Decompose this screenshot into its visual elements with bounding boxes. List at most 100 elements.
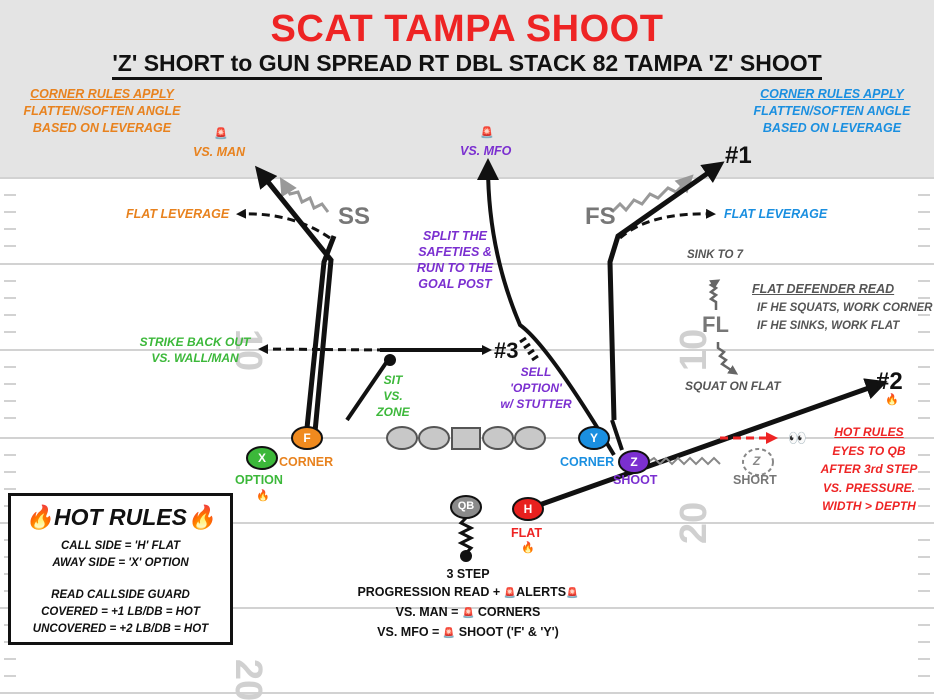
- split-safeties-line3: RUN TO THE: [416, 261, 494, 275]
- split-safeties-note: SPLIT THE SAFETIES & RUN TO THE GOAL POS…: [405, 228, 505, 292]
- player-z-label: Z: [630, 455, 638, 469]
- strike-back-line1: STRIKE BACK OUT: [139, 335, 251, 349]
- z-short-motion: [647, 456, 721, 466]
- alert-icon-mfo: 🚨: [480, 127, 494, 139]
- qb-notes-alerts: ALERTS: [516, 585, 567, 599]
- qb-notes: 3 STEP PROGRESSION READ + 🚨ALERTS🚨 VS. M…: [320, 565, 616, 643]
- x-route: [254, 165, 334, 433]
- player-x: [246, 446, 278, 470]
- flat-defender-read-line1: IF HE SQUATS, WORK CORNER: [757, 302, 933, 314]
- play-subtitle-text: 'Z' SHORT to GUN SPREAD RT DBL STACK 82 …: [112, 50, 822, 80]
- sell-option-note: SELL 'OPTION' w/ STUTTER: [488, 364, 584, 412]
- qb-notes-shoot: SHOOT ('F' & 'Y'): [455, 625, 559, 639]
- qb-notes-vs-mfo: VS. MFO =: [377, 625, 443, 639]
- shoot-label: SHOOT: [613, 473, 658, 487]
- corner-right-label: CORNER: [560, 455, 615, 469]
- squat-on-flat-label: SQUAT ON FLAT: [685, 379, 781, 393]
- short-label: SHORT: [733, 473, 777, 487]
- hot-box-line1: CALL SIDE = 'H' FLAT: [60, 540, 181, 552]
- center: [451, 427, 481, 450]
- target-2: #2: [876, 368, 903, 395]
- lineman-rg: [482, 426, 514, 450]
- hot-rules-box-title-text: HOT RULES: [54, 504, 187, 530]
- player-h-label: H: [523, 502, 533, 516]
- play-subtitle: 'Z' SHORT to GUN SPREAD RT DBL STACK 82 …: [0, 50, 934, 80]
- z-route: [607, 161, 725, 421]
- split-safeties-line2: SAFETIES &: [418, 245, 492, 259]
- split-safeties-line1: SPLIT THE: [423, 229, 487, 243]
- alert-icon-progression-end: 🚨: [566, 588, 579, 599]
- z-short-ghost: [742, 448, 774, 476]
- corner-rules-left: CORNER RULES APPLY FLATTEN/SOFTEN ANGLE …: [12, 87, 192, 135]
- qb-notes-corners: CORNERS: [474, 605, 541, 619]
- hash-marks: [4, 194, 930, 677]
- hot-rules-right: HOT RULES EYES TO QB AFTER 3rd STEP VS. …: [804, 423, 934, 516]
- lineman-rt: [514, 426, 546, 450]
- ss-defender: SS: [338, 203, 371, 230]
- corner-rules-left-line2: BASED ON LEVERAGE: [32, 121, 172, 135]
- fs-zigzag-arrow: [610, 174, 694, 214]
- hot-rules-right-line3: VS. PRESSURE.: [822, 480, 916, 495]
- player-x-label: X: [257, 451, 266, 465]
- player-qb-label: QB: [457, 500, 475, 512]
- fire-icon-flat: 🔥: [521, 542, 535, 554]
- corner-rules-right-line1: FLATTEN/SOFTEN ANGLE: [753, 104, 911, 118]
- sit-vs-zone-note: SIT VS. ZONE: [368, 372, 418, 420]
- sit-line2: VS.: [383, 389, 403, 403]
- f-route: [304, 235, 337, 429]
- qb-drop-point: [460, 550, 472, 562]
- z-stem: [610, 419, 624, 451]
- option-label: OPTION: [235, 473, 283, 487]
- ss-zigzag-arrow: [279, 177, 330, 213]
- hot-rules-right-line1: EYES TO QB: [832, 443, 906, 458]
- qb-notes-line1: 3 STEP: [446, 567, 490, 581]
- lineman-lg: [418, 426, 450, 450]
- vs-mfo-label: VS. MFO: [460, 144, 512, 158]
- strike-back-route: [258, 344, 386, 355]
- hot-box-line2: AWAY SIDE = 'X' OPTION: [52, 557, 189, 569]
- flat-defender-read-line2: IF HE SINKS, WORK FLAT: [757, 320, 900, 332]
- qb-drop: [457, 516, 475, 555]
- strike-back-note: STRIKE BACK OUT VS. WALL/MAN: [130, 334, 260, 366]
- fs-defender: FS: [585, 203, 616, 230]
- hot-rules-right-line4: WIDTH > DEPTH: [822, 499, 916, 513]
- page-title: SCAT TAMPA SHOOT: [270, 8, 664, 50]
- hot-rules-box-title: 🔥HOT RULES🔥: [11, 504, 230, 531]
- sink-to-7-label: SINK TO 7: [687, 249, 744, 261]
- qb-notes-line4: VS. MFO = 🚨 SHOOT ('F' & 'Y'): [320, 623, 616, 643]
- corner-rules-left-title: CORNER RULES APPLY: [30, 87, 174, 101]
- qb-notes-vs-man: VS. MAN =: [395, 605, 462, 619]
- yard-number-right-10: 10: [673, 329, 715, 371]
- qb-notes-progression: PROGRESSION READ +: [357, 585, 504, 599]
- eyes-icon: 👀: [788, 430, 807, 447]
- flat-leverage-right: FLAT LEVERAGE: [724, 207, 828, 221]
- fire-icon-option: 🔥: [256, 490, 270, 502]
- corner-left-label: CORNER: [279, 455, 334, 469]
- hot-rules-box: 🔥HOT RULES🔥 CALL SIDE = 'H' FLAT AWAY SI…: [8, 493, 233, 645]
- y-goalpost-route: [477, 158, 616, 457]
- split-safeties-line4: GOAL POST: [418, 277, 492, 291]
- vs-man-label: VS. MAN: [193, 145, 246, 159]
- hot-rules-right-line2: AFTER 3rd STEP: [820, 462, 918, 476]
- lineman-lt: [386, 426, 418, 450]
- qb-notes-line2: PROGRESSION READ + 🚨ALERTS🚨: [320, 583, 616, 603]
- alert-icon-corners: 🚨: [461, 608, 475, 619]
- hot-box-line3: READ CALLSIDE GUARD: [51, 589, 190, 601]
- left-flat-leverage-route: [236, 208, 331, 240]
- player-qb: [450, 495, 482, 519]
- sit-line3: ZONE: [376, 405, 410, 419]
- qb-notes-line3: VS. MAN = 🚨 CORNERS: [320, 603, 616, 623]
- offensive-line: [386, 426, 546, 450]
- player-z: [618, 450, 650, 474]
- target-1: #1: [725, 142, 752, 169]
- target-3: #3: [494, 338, 519, 363]
- yard-number-right-20: 20: [673, 502, 715, 544]
- flat-label: FLAT: [511, 526, 543, 540]
- fire-icon-2: 🔥: [885, 394, 899, 406]
- z-ghost-label: Z: [753, 454, 761, 468]
- corner-rules-left-line1: FLATTEN/SOFTEN ANGLE: [23, 104, 181, 118]
- yard-number-left-20: 20: [227, 659, 269, 700]
- corner-rules-right-title: CORNER RULES APPLY: [760, 87, 904, 101]
- alert-icon-shoot: 🚨: [442, 628, 456, 639]
